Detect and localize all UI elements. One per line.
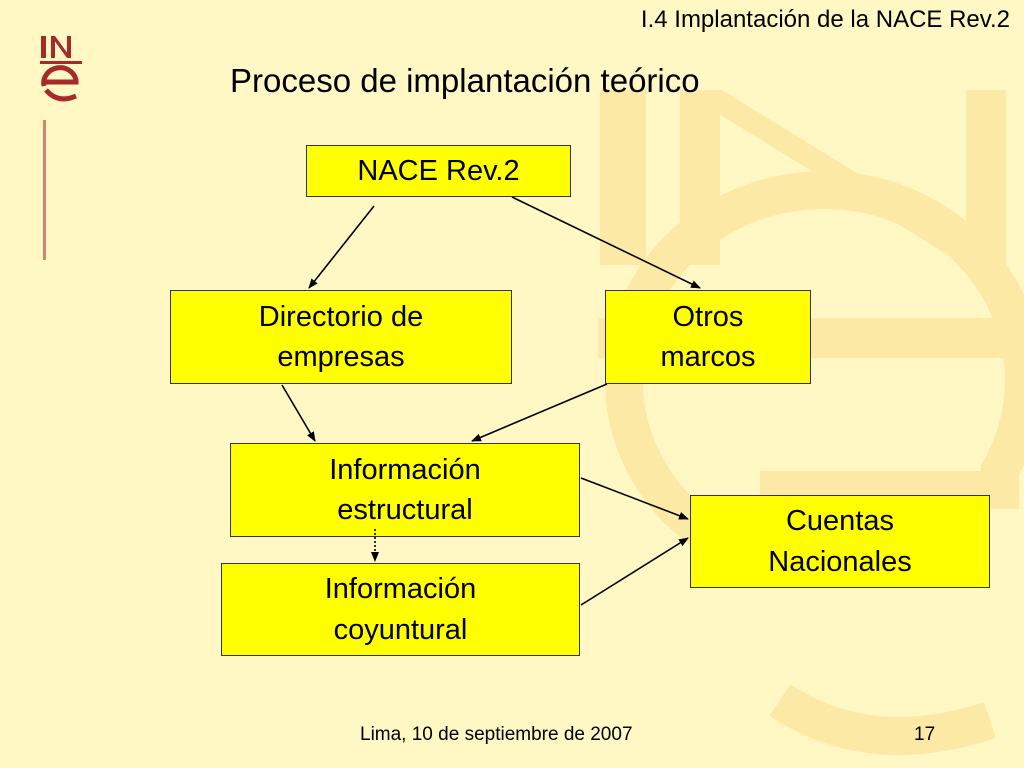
node-label-line: Nacionales: [768, 545, 912, 578]
node-label-line: empresas: [277, 341, 405, 373]
node-informacion-coyuntural: Información coyuntural: [221, 563, 580, 656]
node-label-line: marcos: [660, 341, 756, 373]
node-label-line: Otros: [672, 300, 744, 333]
node-label-line: NACE Rev.2: [357, 154, 520, 187]
page-number: 17: [914, 724, 936, 745]
node-nace-rev2: NACE Rev.2: [306, 145, 571, 197]
node-label-line: Cuentas: [785, 505, 894, 538]
node-directorio-de-empresas: Directorio de empresas: [170, 290, 512, 384]
ine-logo: [40, 36, 82, 260]
node-label-line: Directorio de: [258, 300, 424, 333]
node-label-line: Información: [329, 453, 481, 486]
node-label-line: estructural: [337, 494, 473, 526]
node-label-line: coyuntural: [333, 613, 468, 646]
node-otros-marcos: Otros marcos: [605, 290, 811, 384]
section-label: I.4 Implantación de la NACE Rev.2: [640, 6, 1010, 33]
node-label-line: Información: [324, 573, 477, 606]
slide-title: Proceso de implantación teórico: [230, 62, 700, 99]
footer-location-date: Lima, 10 de septiembre de 2007: [360, 724, 633, 745]
node-informacion-estructural: Información estructural: [230, 443, 580, 537]
node-cuentas-nacionales: Cuentas Nacionales: [690, 495, 990, 588]
